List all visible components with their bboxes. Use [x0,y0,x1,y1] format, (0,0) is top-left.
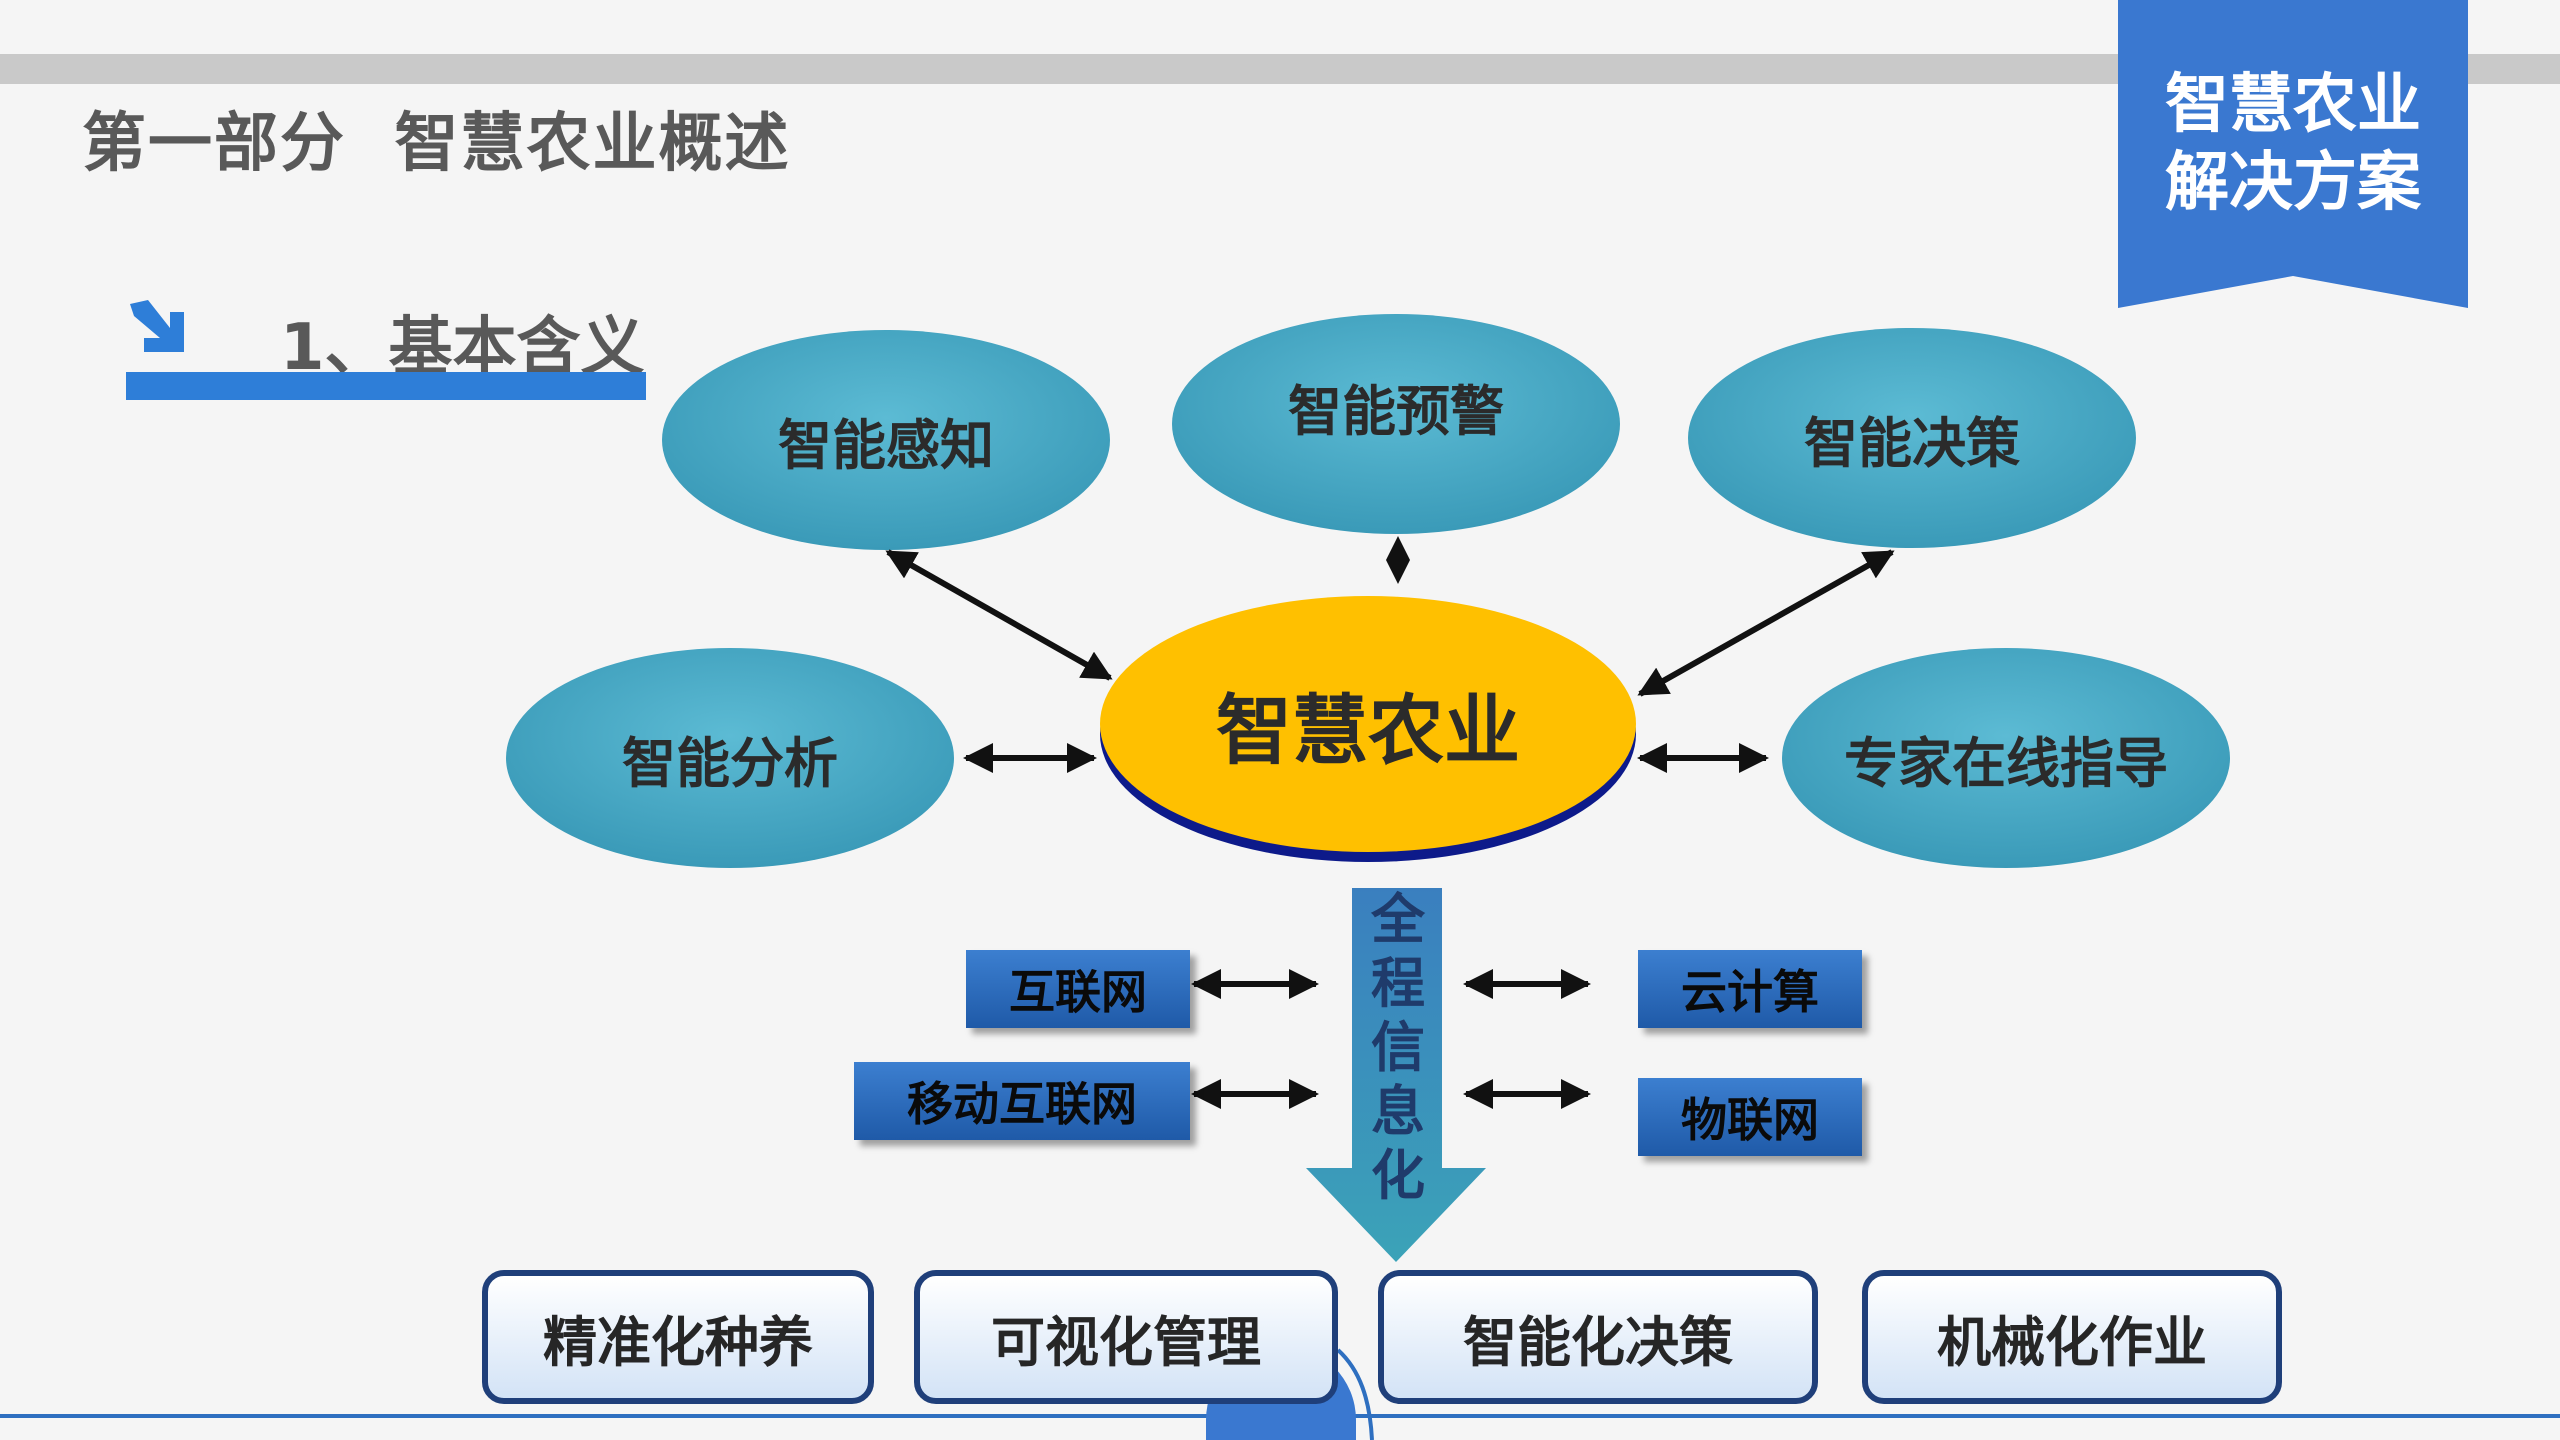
oval-analysis [506,648,954,868]
oval-expert [1782,648,2230,868]
node-analysis: 智能分析 [622,731,838,795]
banner-line-1: 智慧农业 [2165,68,2421,142]
outcome-precision: 精准化种养 [482,1270,874,1404]
outcome-mechanized: 机械化作业 [1862,1270,2282,1404]
flow-char: 全 [1371,888,1425,951]
node-warning: 智能预警 [1288,379,1504,443]
node-expert: 专家在线指导 [1844,731,2168,795]
tech-cloud: 云计算 [1638,950,1862,1028]
arrow-down-right-icon [130,300,184,352]
section-title: 第一部分 智慧农业概述 [82,107,791,181]
oval-warning [1172,314,1620,534]
banner-line-2: 解决方案 [2165,146,2421,220]
connector-warning [1386,536,1410,584]
flow-char: 信 [1371,1016,1425,1079]
center-ellipse [1100,596,1636,852]
flow-char: 息 [1371,1080,1425,1143]
node-perception: 智能感知 [778,413,994,477]
connector-decision [1637,549,1895,697]
oval-decision [1688,328,2136,548]
outcome-visual: 可视化管理 [914,1270,1338,1404]
center-node: 智慧农业 [1216,686,1520,775]
banner-ribbon [2118,0,2468,308]
flow-char: 化 [1371,1144,1425,1207]
flow-label: 全 程 信 息 化 [1352,888,1444,1208]
banner-text: 智慧农业 解决方案 [2118,66,2468,222]
tech-internet: 互联网 [966,950,1190,1028]
oval-perception [662,330,1110,550]
tech-mobile-internet: 移动互联网 [854,1062,1190,1140]
connector-perception [885,549,1113,681]
tech-iot: 物联网 [1638,1078,1862,1156]
node-decision: 智能决策 [1804,411,2020,475]
subtitle-underline [126,372,646,400]
flow-char: 程 [1371,952,1425,1015]
outcome-decision: 智能化决策 [1378,1270,1818,1404]
flow-arrow [1306,888,1486,1262]
bottom-arc [1336,1348,1374,1440]
